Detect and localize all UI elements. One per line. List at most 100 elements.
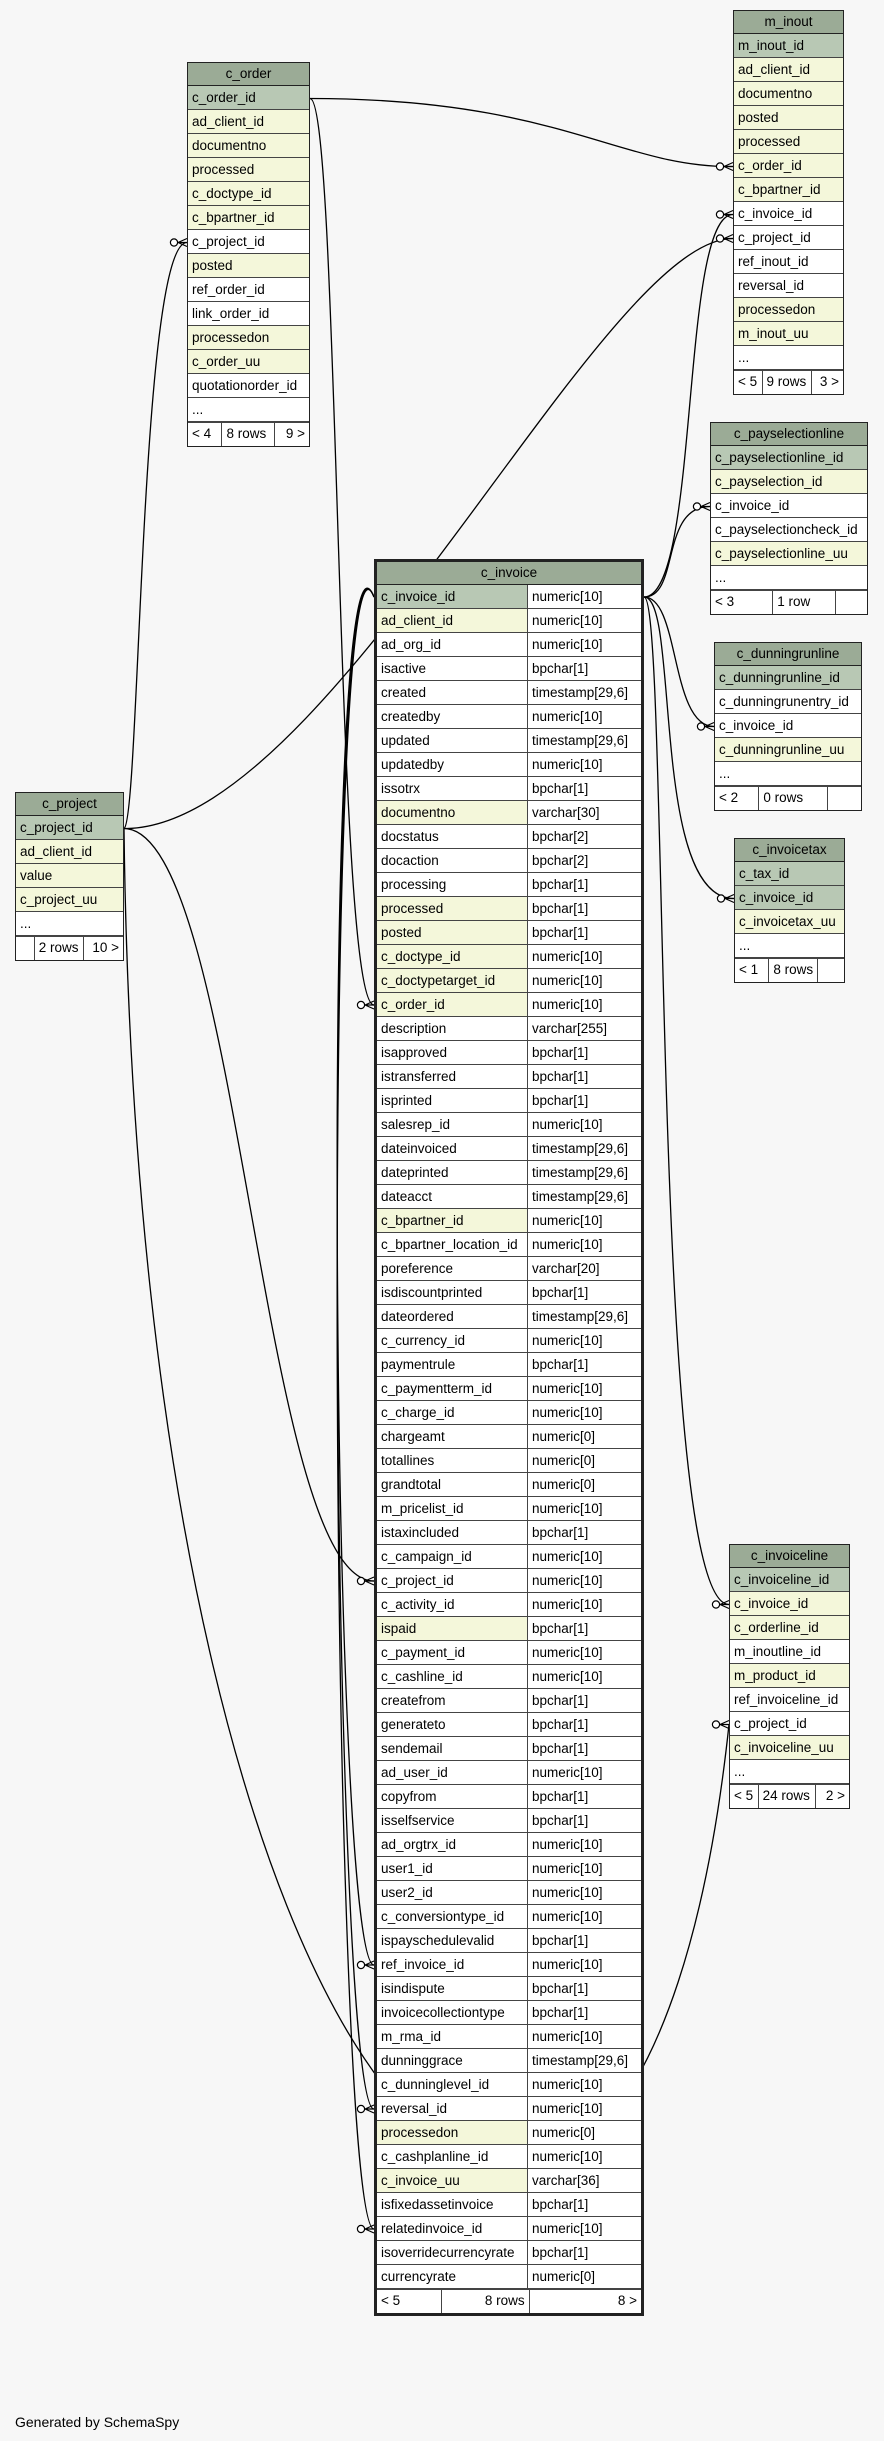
column-name: c_payselectionline_uu bbox=[711, 542, 867, 565]
table-row: ref_inout_id bbox=[734, 250, 843, 274]
column-name: ... bbox=[734, 1764, 746, 1779]
table-header: c_payselectionline bbox=[711, 423, 867, 446]
footer-next-link[interactable] bbox=[817, 959, 844, 982]
footer-prev-link[interactable]: < 5 bbox=[381, 2293, 401, 2308]
footer-row-count: 1 row bbox=[772, 591, 835, 614]
table-footer: < 3 1 row bbox=[711, 590, 867, 614]
footer-prev-link[interactable]: < 5 bbox=[738, 374, 758, 389]
optional-circle-marker bbox=[356, 1960, 366, 1970]
table-row: m_inout_id bbox=[734, 34, 843, 58]
footer-next-link[interactable] bbox=[827, 787, 861, 810]
column-name: documentno bbox=[377, 801, 528, 824]
footer-next-link[interactable] bbox=[835, 591, 867, 614]
column-type: numeric[0] bbox=[532, 2269, 596, 2284]
column-name: ref_order_id bbox=[192, 282, 265, 297]
table-row: c_project_id bbox=[188, 230, 309, 254]
crows-foot-marker bbox=[364, 1960, 375, 1970]
table-row: c_invoice_id bbox=[730, 1592, 849, 1616]
relationship-edge bbox=[643, 505, 711, 598]
footer-prev-link[interactable]: < 1 bbox=[739, 962, 759, 977]
relationship-edge bbox=[123, 237, 734, 830]
column-type: bpchar[2] bbox=[532, 853, 589, 868]
column-type: numeric[0] bbox=[532, 1477, 596, 1492]
column-type: numeric[10] bbox=[532, 1669, 603, 1684]
footer-next-link[interactable]: 9 > bbox=[273, 423, 309, 446]
footer-row-count: 8 rows bbox=[440, 2290, 529, 2313]
column-type: numeric[10] bbox=[532, 613, 603, 628]
column-name: grandtotal bbox=[377, 1473, 528, 1496]
table-row: c_order_id bbox=[734, 154, 843, 178]
column-type: bpchar[2] bbox=[532, 829, 589, 844]
footer-row-count: 8 rows bbox=[221, 423, 273, 446]
column-name: quotationorder_id bbox=[192, 378, 298, 393]
column-name: c_payselectionline_id bbox=[711, 446, 867, 469]
table-row: processedon bbox=[188, 326, 309, 350]
column-name: ... bbox=[719, 766, 731, 781]
column-name: c_doctype_id bbox=[188, 182, 309, 205]
column-type: numeric[10] bbox=[532, 709, 603, 724]
column-name: dateordered bbox=[377, 1305, 528, 1328]
table-footer: < 1 8 rows bbox=[735, 958, 844, 982]
column-type: timestamp[29,6] bbox=[532, 685, 629, 700]
relationship-edge bbox=[643, 213, 734, 598]
column-type: numeric[10] bbox=[532, 1597, 603, 1612]
footer-prev-link[interactable]: < 2 bbox=[719, 790, 739, 805]
footer-next-link[interactable]: 3 > bbox=[810, 371, 843, 394]
optional-circle-marker bbox=[715, 162, 725, 171]
column-type: numeric[10] bbox=[532, 1645, 603, 1660]
footer-next-link[interactable]: 10 > bbox=[82, 937, 123, 960]
footer-next-link[interactable]: 8 > bbox=[528, 2290, 641, 2313]
column-name: c_payment_id bbox=[377, 1641, 528, 1664]
column-name: processedon bbox=[734, 298, 843, 321]
crows-foot-marker bbox=[177, 237, 188, 248]
column-name: issotrx bbox=[377, 777, 528, 800]
column-type: numeric[0] bbox=[532, 1429, 596, 1444]
column-type: timestamp[29,6] bbox=[532, 2053, 629, 2068]
column-name: value bbox=[16, 864, 123, 887]
column-type: numeric[10] bbox=[532, 1765, 603, 1780]
relationship-edge bbox=[123, 241, 188, 830]
table-row: c_payselectioncheck_id bbox=[711, 518, 867, 542]
column-name: c_bpartner_id bbox=[377, 1209, 528, 1232]
column-type: bpchar[1] bbox=[532, 1741, 589, 1756]
column-type: numeric[10] bbox=[532, 1237, 603, 1252]
footer-prev-link[interactable]: < 3 bbox=[715, 594, 735, 609]
column-name: posted bbox=[188, 254, 309, 277]
column-type: bpchar[1] bbox=[532, 1693, 589, 1708]
table-row: c_invoiceline_id bbox=[730, 1568, 849, 1592]
column-type: bpchar[1] bbox=[532, 2245, 589, 2260]
column-type: numeric[10] bbox=[532, 1861, 603, 1876]
table-row: m_inoutline_id bbox=[730, 1640, 849, 1664]
footer-prev-link[interactable]: < 4 bbox=[192, 426, 212, 441]
footer-prev-link[interactable]: < 5 bbox=[734, 1788, 754, 1803]
footer-prev-link[interactable] bbox=[16, 937, 34, 960]
table-row: c_payment_id numeric[10] bbox=[377, 1641, 641, 1665]
column-name: istaxincluded bbox=[377, 1521, 528, 1544]
column-type: bpchar[1] bbox=[532, 1933, 589, 1948]
column-name: c_project_id bbox=[738, 230, 811, 245]
footer-row-count: 8 rows bbox=[768, 959, 817, 982]
column-name: dunninggrace bbox=[377, 2049, 528, 2072]
column-name: processing bbox=[377, 873, 528, 896]
table-row: processedon bbox=[734, 298, 843, 322]
footer-next-link[interactable]: 2 > bbox=[814, 1785, 849, 1808]
table-row: quotationorder_id bbox=[188, 374, 309, 398]
column-name: c_tax_id bbox=[735, 862, 844, 885]
column-name: updatedby bbox=[377, 753, 528, 776]
